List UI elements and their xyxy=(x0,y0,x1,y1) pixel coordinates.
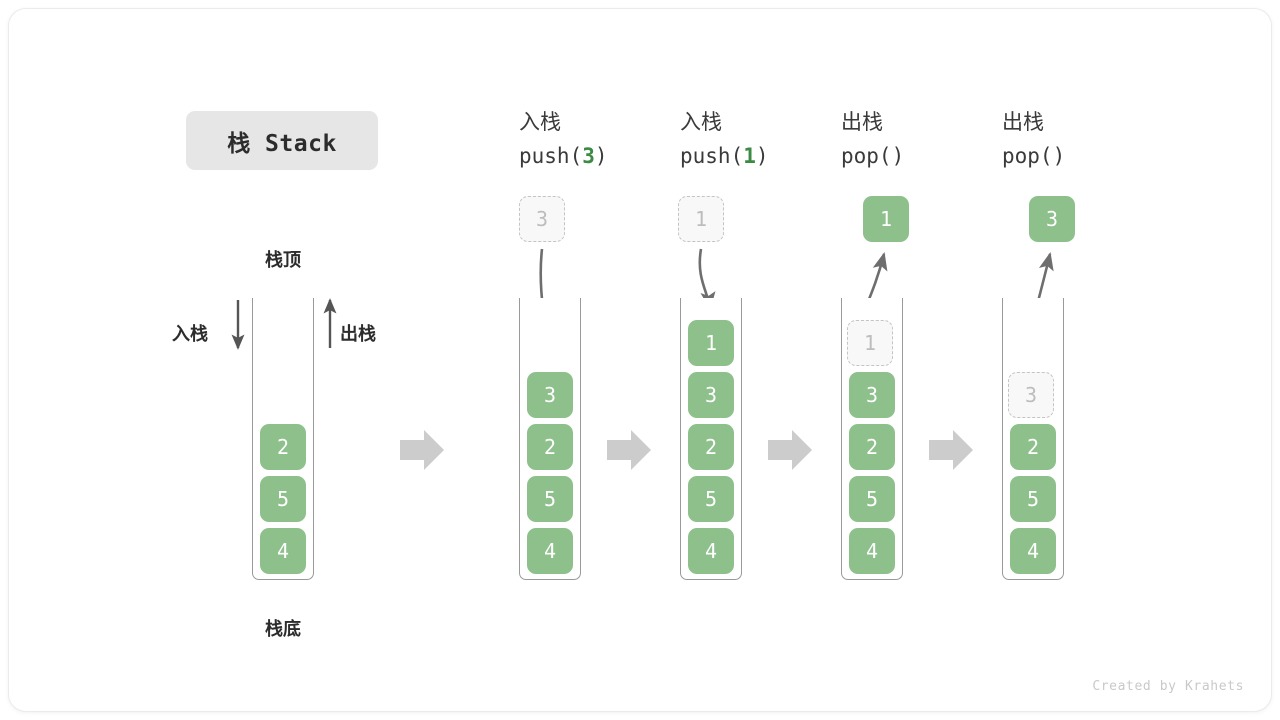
stack-cell: 2 xyxy=(1010,424,1056,470)
stack-top-label: 栈顶 xyxy=(265,250,301,271)
stack-cell: 4 xyxy=(688,528,734,574)
popped-cell: 1 xyxy=(863,196,909,242)
stack-cell: 4 xyxy=(260,528,306,574)
ghost-cell-removed: 3 xyxy=(1008,372,1054,418)
title-badge: 栈 Stack xyxy=(186,111,378,170)
header-code-post: ) xyxy=(1052,144,1066,168)
stack-cell: 5 xyxy=(1010,476,1056,522)
header-cn-text: 入栈 xyxy=(680,110,722,134)
header-cn-text: 出栈 xyxy=(841,110,883,134)
header-code-arg: 1 xyxy=(743,144,756,168)
stack-cell: 5 xyxy=(260,476,306,522)
pop-label: 出栈 xyxy=(340,324,376,345)
column-header-push-1: 入栈 push(1) xyxy=(680,105,769,173)
header-code-post: ) xyxy=(594,144,608,168)
stack-cell: 3 xyxy=(688,372,734,418)
popped-cell: 3 xyxy=(1029,196,1075,242)
column-header-pop-1: 出栈 pop() xyxy=(841,105,904,173)
header-code-pre: pop( xyxy=(1002,144,1053,168)
stack-cell: 4 xyxy=(527,528,573,574)
stack-cell: 3 xyxy=(849,372,895,418)
header-code-pre: push( xyxy=(680,144,744,168)
header-code-post: ) xyxy=(891,144,905,168)
header-cn-text: 出栈 xyxy=(1002,110,1044,134)
ghost-cell-removed: 1 xyxy=(847,320,893,366)
stack-cell: 2 xyxy=(527,424,573,470)
column-header-push-3: 入栈 push(3) xyxy=(519,105,608,173)
stack-cell: 5 xyxy=(688,476,734,522)
stack-cell: 5 xyxy=(527,476,573,522)
stack-cell: 5 xyxy=(849,476,895,522)
stack-cell: 3 xyxy=(527,372,573,418)
stack-cell: 2 xyxy=(688,424,734,470)
stack-cell: 1 xyxy=(688,320,734,366)
header-cn-text: 入栈 xyxy=(519,110,561,134)
stack-cell: 2 xyxy=(849,424,895,470)
stack-cell: 4 xyxy=(849,528,895,574)
column-header-pop-3: 出栈 pop() xyxy=(1002,105,1065,173)
header-code-arg: 3 xyxy=(582,144,595,168)
push-label: 入栈 xyxy=(172,324,208,345)
stack-cell: 4 xyxy=(1010,528,1056,574)
stack-cell: 2 xyxy=(260,424,306,470)
header-code-pre: push( xyxy=(519,144,583,168)
ghost-cell-incoming: 3 xyxy=(519,196,565,242)
stack-bottom-label: 栈底 xyxy=(265,619,301,640)
header-code-post: ) xyxy=(755,144,769,168)
header-code-pre: pop( xyxy=(841,144,892,168)
credit-text: Created by Krahets xyxy=(1092,679,1244,694)
ghost-cell-incoming: 1 xyxy=(678,196,724,242)
